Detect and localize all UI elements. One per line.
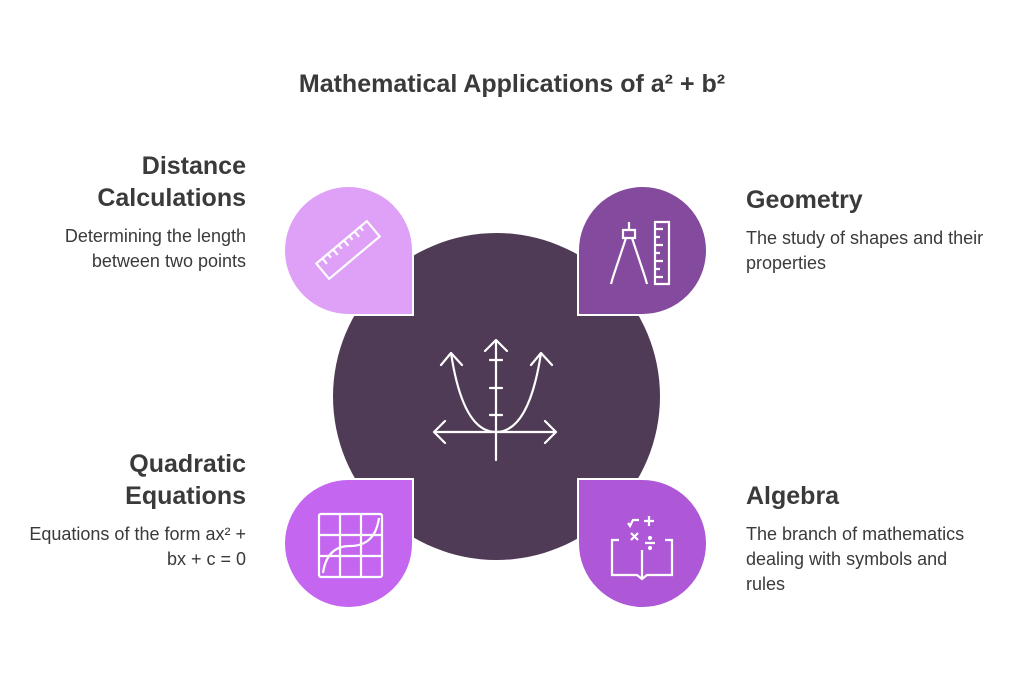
algebra-label: Algebra The branch of mathematics dealin… — [746, 480, 976, 597]
algebra-desc: The branch of mathematics dealing with s… — [746, 524, 965, 594]
compass-ruler-icon — [609, 220, 671, 286]
algebra-title: Algebra — [746, 482, 840, 510]
ruler-icon — [314, 219, 382, 281]
distance-desc: Determining the length between two point… — [64, 226, 246, 271]
quadratic-desc: Equations of the form ax² + bx + c = 0 — [29, 524, 246, 569]
distance-bubble — [283, 185, 414, 316]
graph-grid-icon — [317, 512, 384, 579]
parabola-graph-icon — [432, 338, 558, 462]
math-book-icon — [610, 516, 674, 581]
quadratic-label: Quadratic Equations Equations of the for… — [6, 448, 246, 572]
distance-label: Distance Calculations Determining the le… — [6, 150, 246, 274]
algebra-bubble — [577, 478, 708, 609]
geometry-desc: The study of shapes and their properties — [746, 228, 984, 273]
quadratic-bubble — [283, 478, 414, 609]
geometry-bubble — [577, 185, 708, 316]
geometry-label: Geometry The study of shapes and their p… — [746, 184, 986, 276]
distance-title: Distance Calculations — [97, 152, 246, 212]
quadratic-title: Quadratic Equations — [125, 450, 246, 510]
diagram-title: Mathematical Applications of a² + b² — [298, 70, 726, 98]
geometry-title: Geometry — [746, 186, 863, 214]
